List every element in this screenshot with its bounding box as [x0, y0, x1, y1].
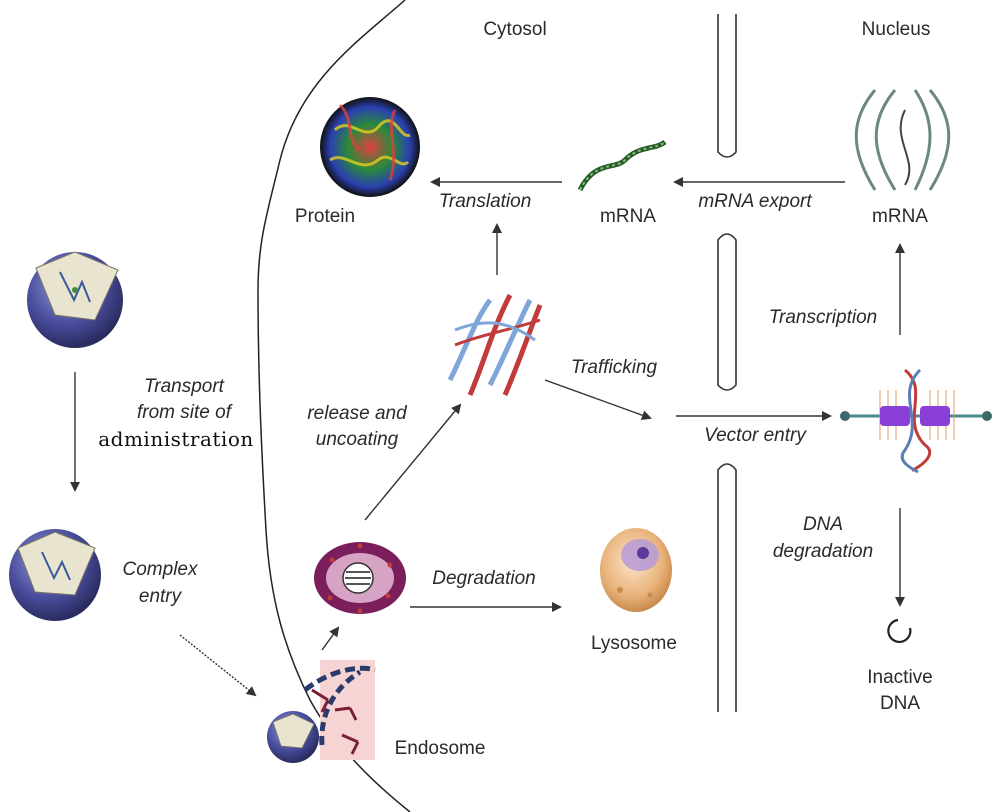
release-label-line1: release and	[307, 403, 407, 424]
release-label-line2: uncoating	[315, 429, 399, 450]
arrow-trafficking	[544, 379, 652, 420]
nuclear-dna-icon	[840, 368, 992, 474]
transport-label-line1: Transport	[144, 376, 224, 397]
lysosome-label: Lysosome	[591, 633, 677, 654]
dna-degradation-label-line1: DNA	[802, 514, 844, 535]
complex-entry-label-line1: Complex	[122, 559, 198, 580]
arrow-complex-entry	[179, 634, 257, 697]
inactive-dna-label-line1: Inactive	[867, 667, 933, 688]
arrow-endosome-up	[321, 626, 340, 651]
lysosome-icon	[600, 528, 672, 612]
endosome-patch-icon	[303, 660, 376, 760]
inactive-dna-label-line2: DNA	[879, 693, 921, 714]
dna-degradation-label-line2: degradation	[772, 541, 874, 562]
mrna-export-label: mRNA export	[698, 191, 812, 212]
arrow-release	[364, 403, 462, 521]
vector-entry-label: Vector entry	[704, 425, 806, 446]
mrna-nucleus-icon	[854, 89, 951, 191]
protein-icon	[320, 97, 420, 197]
transport-label-line3: administration	[98, 427, 254, 451]
mrna-nucleus-label: mRNA	[872, 206, 928, 227]
translation-label: Translation	[438, 191, 532, 212]
transport-label-line2: from site of	[137, 402, 231, 423]
arrows	[70, 177, 905, 697]
vector-particle-icon	[27, 251, 123, 348]
inactive-dna-icon	[887, 618, 912, 643]
endosome-icon	[314, 542, 406, 614]
complex-particle-icon	[9, 529, 101, 621]
nuclear-envelope	[717, 14, 737, 712]
nucleus-label: Nucleus	[861, 19, 931, 40]
complex-entry-label-line2: entry	[138, 586, 182, 607]
transcription-label: Transcription	[768, 307, 878, 328]
endosome-label: Endosome	[394, 738, 486, 759]
released-dna-icon	[447, 293, 543, 396]
cytosol-label: Cytosol	[483, 19, 547, 40]
trafficking-label: Trafficking	[570, 357, 658, 378]
mrna-cytosol-label: mRNA	[600, 206, 656, 227]
mrna-cytosol-icon	[577, 139, 667, 192]
cell-membrane	[257, 0, 411, 812]
entering-particle-icon	[267, 711, 319, 763]
protein-label: Protein	[294, 206, 356, 227]
degradation-label: Degradation	[432, 568, 536, 589]
